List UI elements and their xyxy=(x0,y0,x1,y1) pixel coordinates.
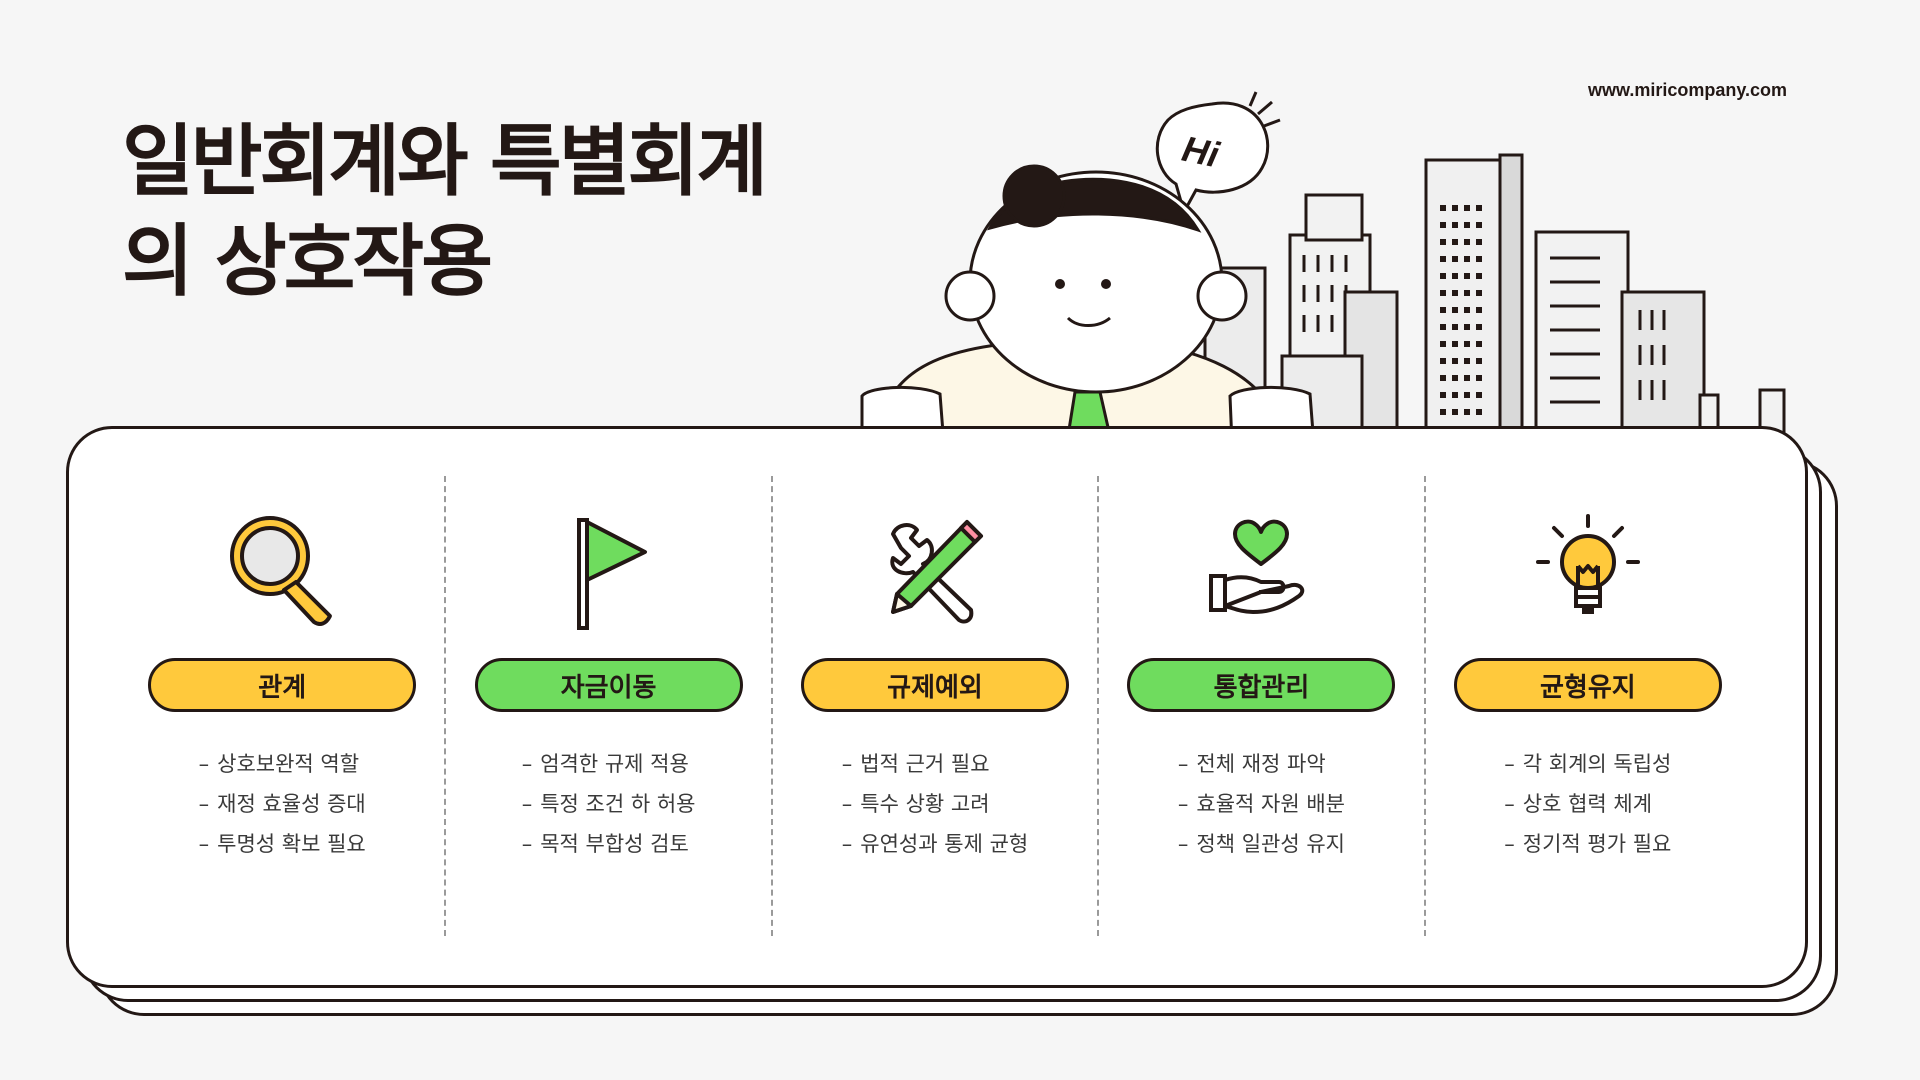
website-url[interactable]: www.miricompany.com xyxy=(1588,80,1788,100)
column-integrated-management: 통합관리 –전체 재정 파악 –효율적 자원 배분 –정책 일관성 유지 xyxy=(1097,476,1423,936)
list-item: –재정 효율성 증대 xyxy=(198,792,366,816)
list-item: –정기적 평가 필요 xyxy=(1504,832,1672,856)
pill-label: 균형유지 xyxy=(1453,658,1722,712)
bullet-list: –상호보완적 역할 –재정 효율성 증대 –투명성 확보 필요 xyxy=(199,744,366,864)
bullet-list: –법적 근거 필요 –특수 상황 고려 –유연성과 통제 균형 xyxy=(842,744,1028,864)
bullet-list: –각 회계의 독립성 –상호 협력 체계 –정기적 평가 필요 xyxy=(1504,744,1671,864)
city-buildings-illustration xyxy=(1203,153,1786,442)
list-item: –특정 조건 하 허용 xyxy=(521,792,696,816)
bullet-list: –전체 재정 파악 –효율적 자원 배분 –정책 일관성 유지 xyxy=(1178,744,1345,864)
pill-label: 규제예외 xyxy=(801,658,1070,712)
column-fund-transfer: 자금이동 –엄격한 규제 적용 –특정 조건 하 허용 –목적 부합성 검토 xyxy=(444,476,770,936)
columns-container: 관계 –상호보완적 역할 –재정 효율성 증대 –투명성 확보 필요 자금이동 … xyxy=(120,476,1750,936)
list-item: –정책 일관성 유지 xyxy=(1177,832,1345,856)
title-line-2: 의 상호작용 xyxy=(122,217,493,307)
list-item: –특수 상황 고려 xyxy=(841,792,990,816)
list-item: –효율적 자원 배분 xyxy=(1177,792,1345,816)
column-regulation-exception: 규제예외 –법적 근거 필요 –특수 상황 고려 –유연성과 통제 균형 xyxy=(770,476,1097,936)
list-item: –상호보완적 역할 xyxy=(198,752,360,776)
list-item: –엄격한 규제 적용 xyxy=(521,752,689,776)
column-relationship: 관계 –상호보완적 역할 –재정 효율성 증대 –투명성 확보 필요 xyxy=(120,476,444,936)
page-title: 일반회계와 특별회계 의 상호작용 xyxy=(122,112,882,312)
list-item: –유연성과 통제 균형 xyxy=(841,832,1029,856)
lightbulb-icon xyxy=(1535,514,1640,614)
list-item: –목적 부합성 검토 xyxy=(521,832,689,856)
pill-label: 통합관리 xyxy=(1127,658,1396,712)
speech-bubble xyxy=(1155,91,1281,216)
list-item: –상호 협력 체계 xyxy=(1504,792,1653,816)
magnifier-icon xyxy=(230,516,333,626)
list-item: –전체 재정 파악 xyxy=(1177,752,1326,776)
list-item: –각 회계의 독립성 xyxy=(1504,752,1672,776)
pill-label: 자금이동 xyxy=(474,658,743,712)
list-item: –법적 근거 필요 xyxy=(841,752,990,776)
column-balance-keeping: 균형유지 –각 회계의 독립성 –상호 협력 체계 –정기적 평가 필요 xyxy=(1423,476,1750,936)
bullet-list: –엄격한 규제 적용 –특정 조건 하 허용 –목적 부합성 검토 xyxy=(522,744,696,864)
title-line-1: 일반회계와 특별회계 xyxy=(122,117,768,207)
list-item: –투명성 확보 필요 xyxy=(198,832,366,856)
heart-hand-icon xyxy=(1209,519,1305,614)
pill-label: 관계 xyxy=(148,658,417,712)
flag-icon xyxy=(576,518,647,630)
tools-icon xyxy=(890,520,984,624)
